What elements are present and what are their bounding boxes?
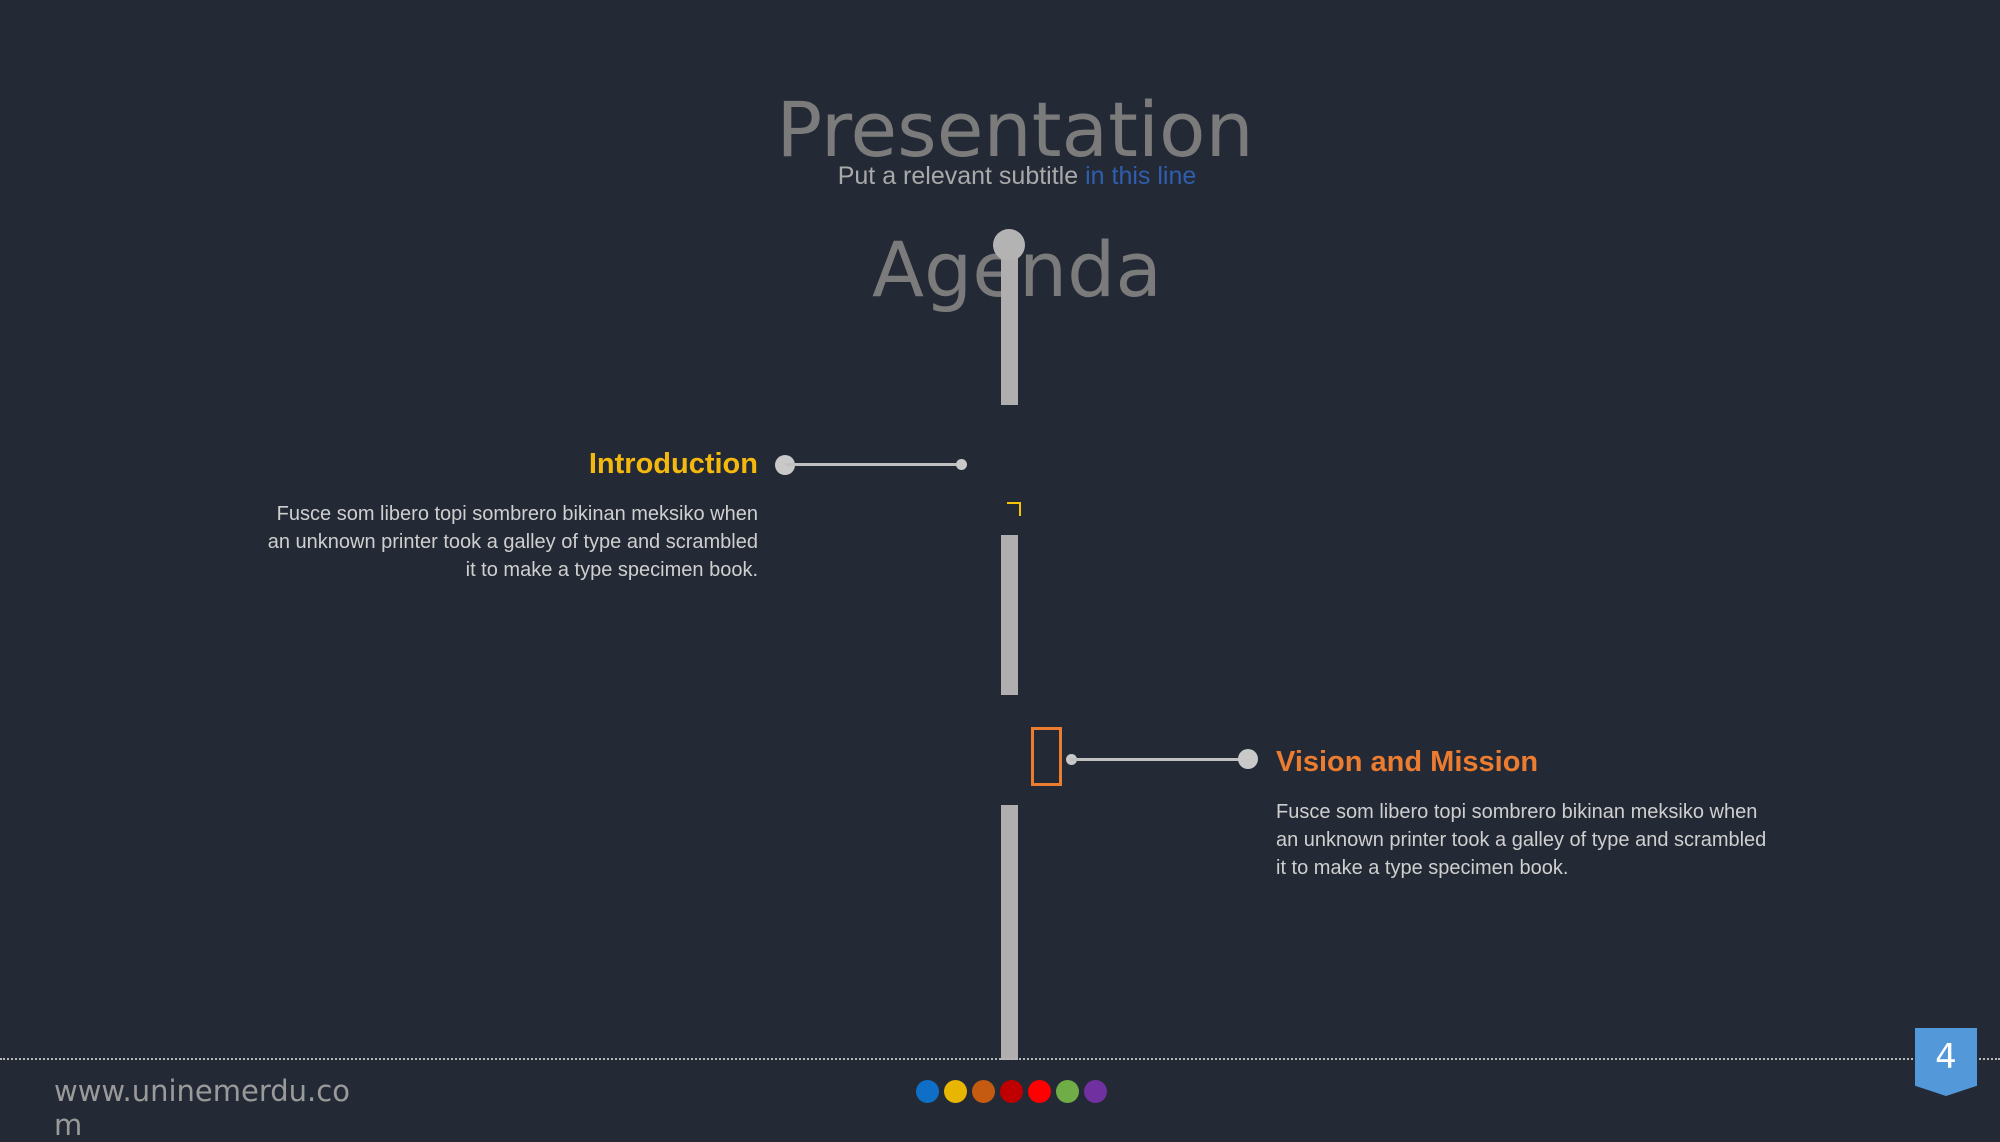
introduction-connector-end [956,459,967,470]
footer-url: www.uninemerdu.com [54,1074,350,1142]
timeline-spine-top [1001,245,1018,405]
presentation-title: Presentation [776,85,1254,174]
page-number-badge [1915,1028,1977,1096]
timeline-spine-bottom [1001,805,1018,1060]
subtitle-accent-text: in this line [1085,162,1197,190]
vision-title: Vision and Mission [1276,746,1539,778]
palette-color-dot [1084,1080,1107,1103]
palette-color-dot [1056,1080,1079,1103]
subtitle-main-text: Put a relevant subtitle [837,162,1086,190]
vision-connector-dot [1238,749,1258,769]
presentation-subtitle: Put a relevant subtitle in this line [0,162,2000,191]
introduction-connector-line [785,463,962,466]
vision-connector-line [1070,758,1250,761]
vision-description: Fusce som libero topi sombrero bikinan m… [1276,801,1767,879]
palette-color-dot [1028,1080,1051,1103]
palette-color-dot [972,1080,995,1103]
footer-divider [0,1058,2000,1060]
vision-marker [1031,727,1062,786]
palette-color-dot [1000,1080,1023,1103]
palette-color-dot [916,1080,939,1103]
timeline-start-knob [993,229,1025,261]
introduction-title: Introduction [588,448,758,480]
introduction-marker [1007,502,1021,516]
timeline-spine-middle [1001,535,1018,695]
palette-color-dot [944,1080,967,1103]
page-number: 4 [1935,1037,1957,1077]
introduction-description: Fusce som libero topi sombrero bikinan m… [267,503,758,581]
